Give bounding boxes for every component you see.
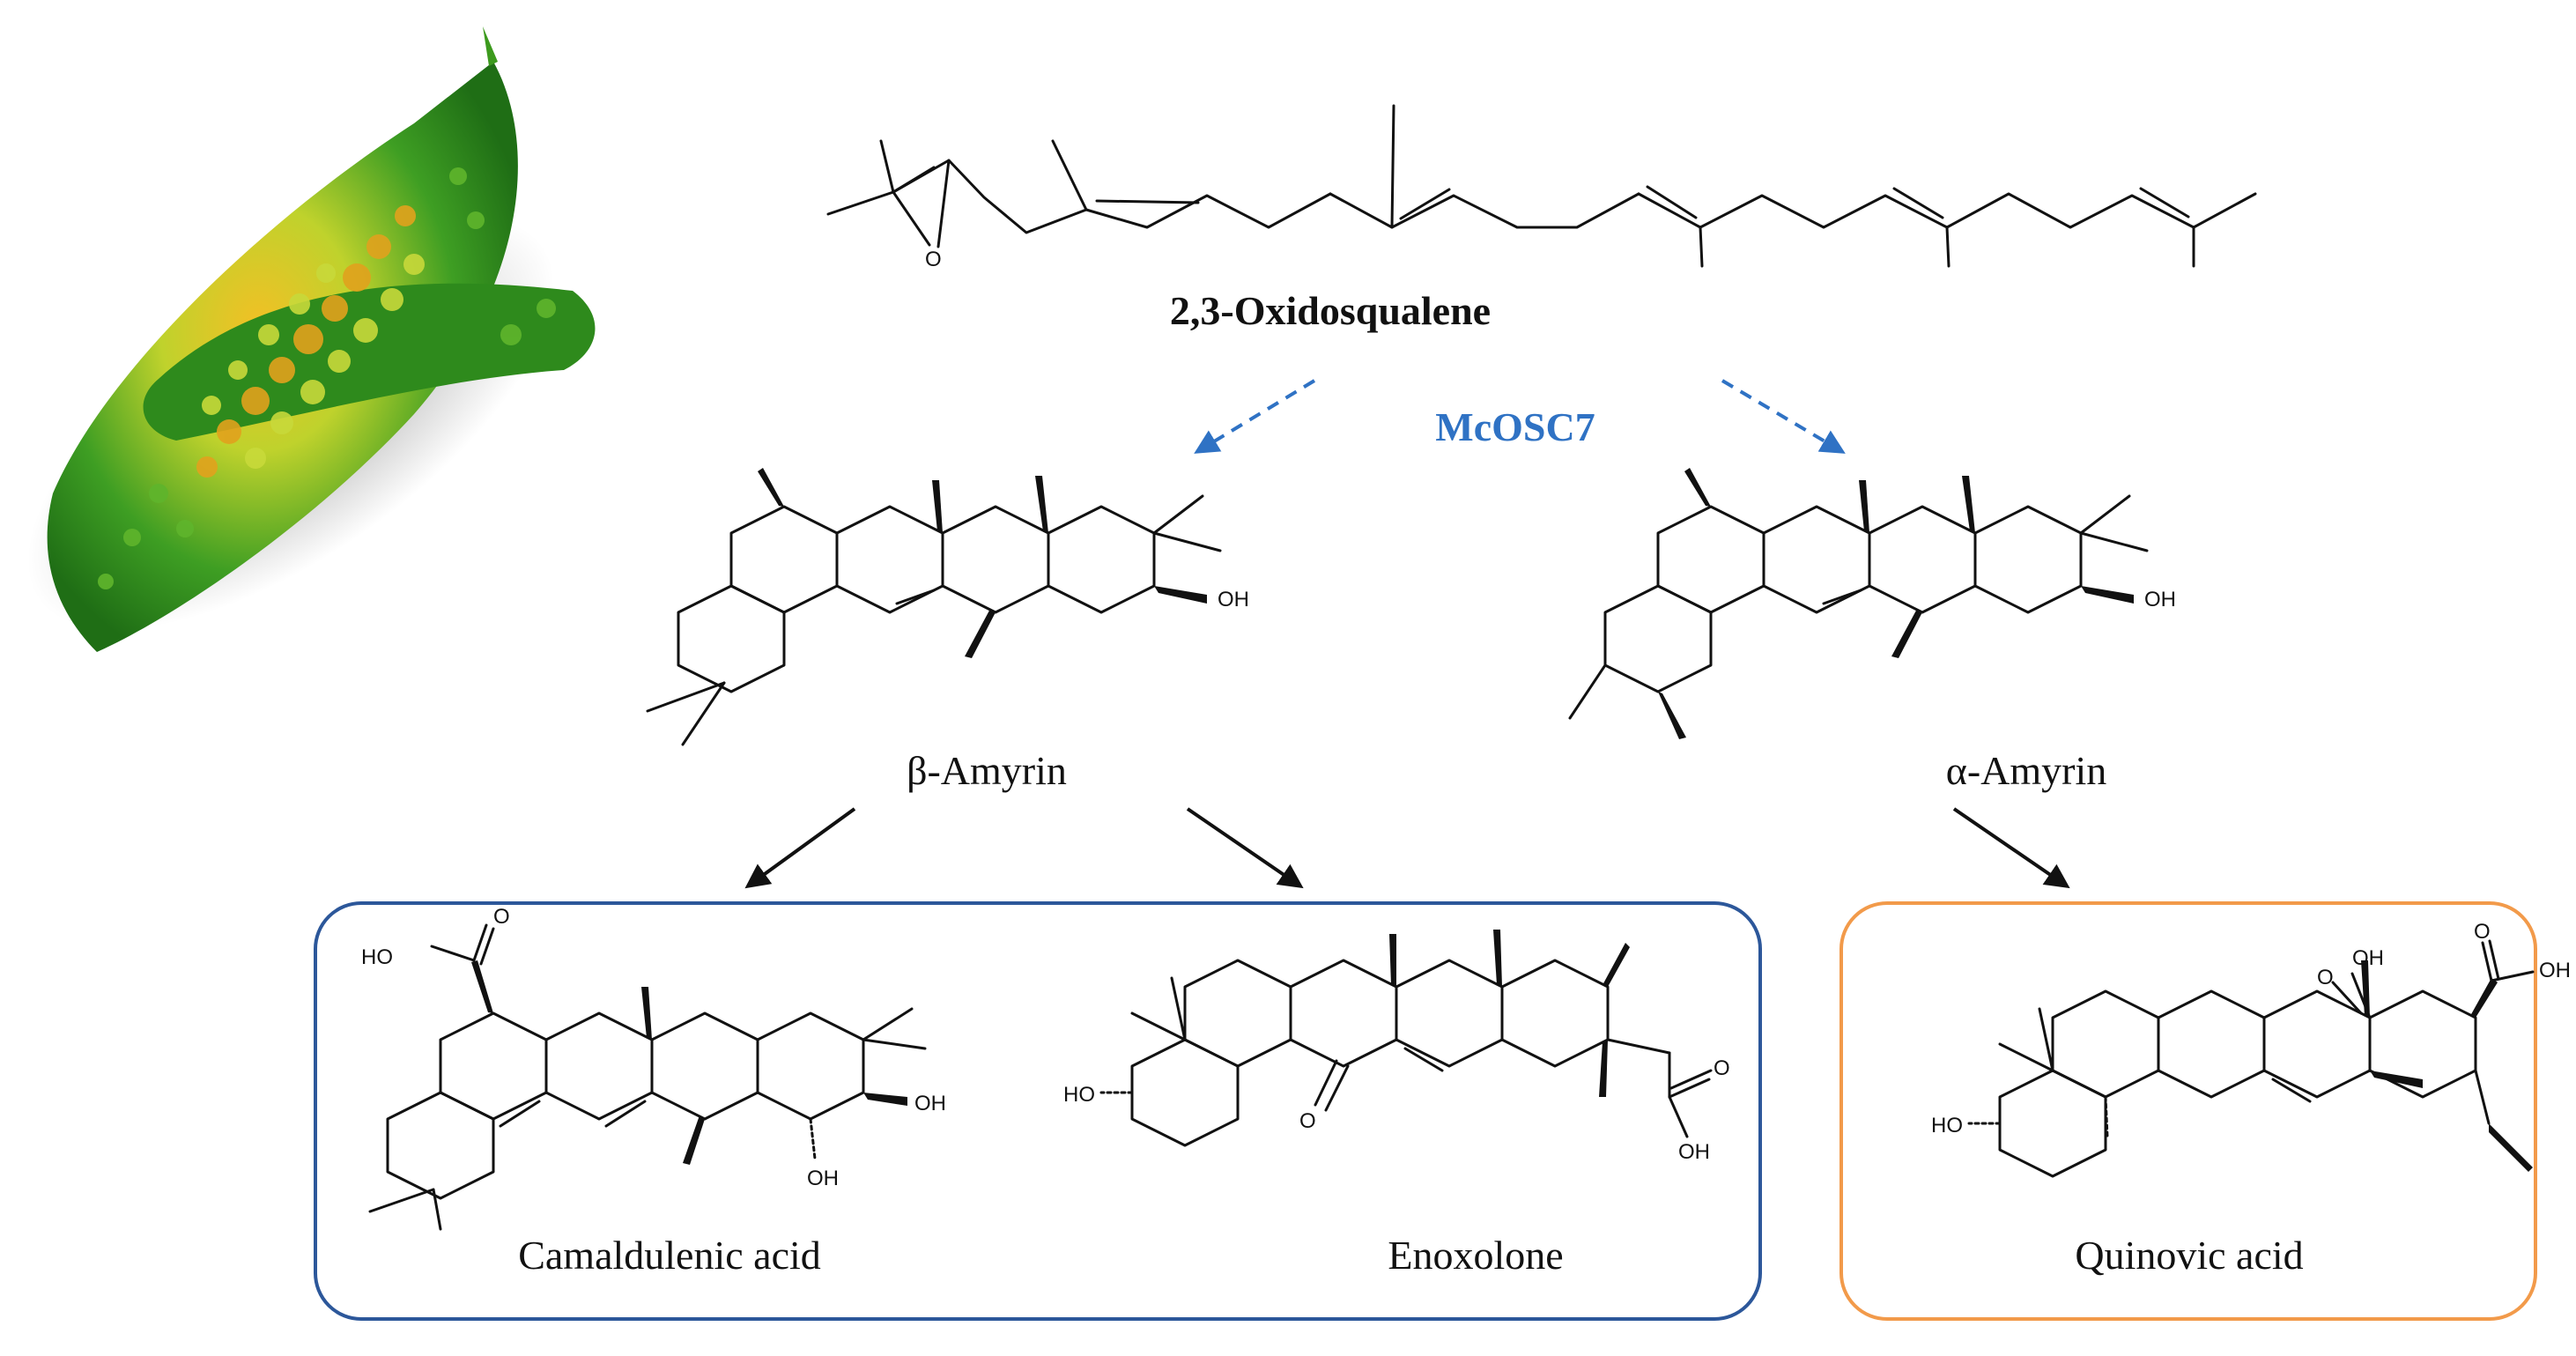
alpha-products-box <box>1839 901 2537 1321</box>
svg-text:O: O <box>2474 920 2491 944</box>
svg-text:O: O <box>2317 966 2334 989</box>
enzyme-arrow-right <box>1721 379 1846 454</box>
svg-text:OH: OH <box>2352 946 2384 970</box>
svg-text:O: O <box>1299 1109 1316 1133</box>
svg-text:OH: OH <box>914 1092 946 1115</box>
svg-text:HO: HO <box>1063 1083 1095 1107</box>
alpha-amyrin-label: α-Amyrin <box>1946 748 2107 793</box>
alpha-amyrin-structure: OH <box>1568 468 2176 739</box>
quinovic-acid-structure: HO OH O O OH <box>1931 920 2571 1178</box>
arrow-to-camaldulenic <box>744 807 856 889</box>
svg-text:HO: HO <box>1931 1114 1963 1137</box>
svg-text:O: O <box>493 905 510 929</box>
svg-text:O: O <box>1714 1056 1730 1080</box>
beta-products-box <box>314 901 1762 1321</box>
enoxolone-structure: HO O O OH <box>1063 930 1730 1164</box>
svg-text:OH: OH <box>2539 959 2571 982</box>
arrow-to-quinovic <box>1952 807 2070 889</box>
enzyme-arrow-left <box>1194 379 1316 454</box>
svg-text:OH: OH <box>1218 588 1249 611</box>
camaldulenic-acid-structure: HO O OH OH <box>361 905 946 1231</box>
oxidosqualene-oxygen: O <box>925 248 942 271</box>
oxidosqualene-structure: O <box>826 104 2257 271</box>
enoxolone-label: Enoxolone <box>1388 1233 1563 1278</box>
arrow-to-enoxolone <box>1186 807 1304 889</box>
camaldulenic-acid-label: Camaldulenic acid <box>518 1233 821 1278</box>
svg-text:OH: OH <box>2144 588 2176 611</box>
svg-text:OH: OH <box>1678 1140 1710 1164</box>
enzyme-label: McOSC7 <box>1435 404 1595 449</box>
bitter-melon-photo <box>26 26 596 652</box>
beta-amyrin-label: β-Amyrin <box>907 748 1067 793</box>
quinovic-acid-label: Quinovic acid <box>2075 1233 2303 1278</box>
svg-text:HO: HO <box>361 945 393 969</box>
svg-text:OH: OH <box>807 1167 839 1190</box>
beta-amyrin-structure: OH <box>646 468 1249 746</box>
oxidosqualene-label: 2,3-Oxidosqualene <box>1170 288 1491 333</box>
